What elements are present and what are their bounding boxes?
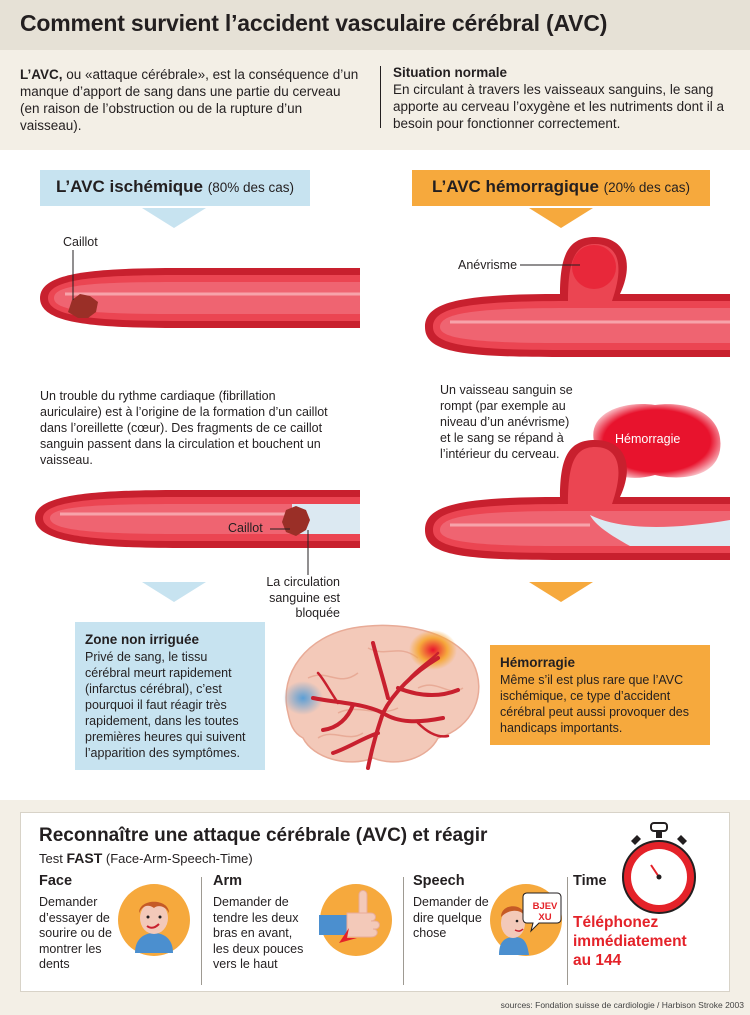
aneurysm-pointer — [520, 264, 580, 266]
hemorrhagic-arrow-1 — [529, 208, 593, 228]
clot-label-bottom: Caillot — [228, 521, 263, 535]
stopwatch-icon — [622, 822, 696, 914]
arm-text: Demander de tendre les deux bras en avan… — [213, 895, 304, 971]
arm-title: Arm — [213, 873, 243, 889]
hemorrhage-label: Hémorragie — [615, 432, 681, 446]
intro-normal: Situation normale En circulant à travers… — [393, 64, 733, 132]
title-bar: Comment survient l’accident vasculaire c… — [0, 0, 750, 50]
arm-icon — [319, 884, 392, 956]
ischemic-title: L’AVC ischémique — [55, 177, 204, 196]
hemorrhagic-vessel-ruptured — [425, 440, 730, 560]
hemorrhage-box-text: Même s’il est plus rare que l’AVC ischém… — [500, 673, 690, 735]
blocked-label: La circulation sanguine est bloquée — [266, 575, 340, 620]
clot-pointer-top — [72, 250, 74, 300]
speech-text: Demander de dire quelque chose — [413, 895, 489, 940]
aneurysm-label: Anévrisme — [458, 258, 518, 272]
hemorrhage-box-title: Hémorragie — [500, 655, 576, 670]
fast-sub-suffix: (Face-Arm-Speech-Time) — [102, 851, 253, 866]
clot-label-top: Caillot — [63, 235, 98, 249]
intro-lead-text: ou «attaque cérébrale», est la conséquen… — [20, 67, 359, 133]
fast-time: Time — [573, 873, 633, 893]
hemorrhagic-pct: (20% des cas) — [603, 180, 690, 195]
hemorrhagic-title: L’AVC hémorragique — [432, 177, 599, 196]
hemorrhagic-description: Un vaisseau sanguin se rompt (par exempl… — [440, 383, 573, 461]
speech-icon — [490, 884, 562, 956]
ischemic-description: Un trouble du rythme cardiaque (fibrilla… — [40, 389, 328, 467]
hemorrhagic-label: L’AVC hémorragique (20% des cas) — [412, 170, 710, 206]
fast-sub-prefix: Test — [39, 851, 67, 866]
zone-title: Zone non irriguée — [85, 632, 200, 647]
intro-section: L’AVC, ou «attaque cérébrale», est la co… — [0, 50, 750, 150]
speech-bubble-text: BJEV XU — [532, 901, 558, 923]
hemorrhagic-arrow-2 — [529, 582, 593, 602]
fast-title: Reconnaître une attaque cérébrale (AVC) … — [39, 825, 488, 846]
speech-title: Speech — [413, 873, 465, 889]
intro-divider — [380, 66, 381, 128]
time-text: Téléphonez immédiatement au 144 — [573, 914, 687, 969]
face-title: Face — [39, 873, 73, 889]
face-icon — [118, 884, 190, 956]
fast-separator-2 — [403, 877, 404, 985]
sources: sources: Fondation suisse de cardiologie… — [500, 1000, 744, 1010]
fast-separator-3 — [567, 877, 568, 985]
ischemic-label: L’AVC ischémique (80% des cas) — [40, 170, 310, 206]
fast-face: Face Demander d’essayer de sourire ou de… — [39, 873, 129, 973]
ischemic-arrow-1 — [142, 208, 206, 228]
zone-text: Privé de sang, le tissu cérébral meurt r… — [85, 650, 246, 760]
brain-illustration — [283, 624, 480, 770]
fast-subtitle: Test FAST (Face-Arm-Speech-Time) — [39, 850, 253, 866]
main-illustration: L’AVC ischémique (80% des cas) L’AVC hém… — [0, 150, 750, 800]
hemorrhagic-vessel-aneurysm — [425, 237, 730, 357]
face-text: Demander d’essayer de sourire ou de mont… — [39, 895, 112, 971]
ischemic-vessel-clot — [40, 268, 360, 328]
fast-sub-bold: FAST — [66, 850, 103, 866]
zone-non-irriguee-box: Zone non irriguée Privé de sang, le tiss… — [75, 622, 265, 770]
ischemic-vessel-blocked — [35, 490, 360, 548]
normal-title: Situation normale — [393, 65, 508, 80]
fast-separator-1 — [201, 877, 202, 985]
page-title: Comment survient l’accident vasculaire c… — [20, 10, 608, 36]
clot-pointer-bottom — [270, 528, 290, 530]
intro-lead-bold: L’AVC, — [20, 67, 63, 82]
time-title: Time — [573, 873, 607, 889]
fast-section: Reconnaître une attaque cérébrale (AVC) … — [20, 812, 730, 992]
clot-shape — [68, 294, 98, 318]
ischemic-pct: (80% des cas) — [207, 180, 295, 195]
fast-speech: Speech Demander de dire quelque chose — [413, 873, 491, 942]
normal-text: En circulant à travers les vaisseaux san… — [393, 82, 724, 131]
hemorrhage-info-box: Hémorragie Même s’il est plus rare que l… — [490, 645, 710, 745]
fast-arm: Arm Demander de tendre les deux bras en … — [213, 873, 305, 973]
intro-definition: L’AVC, ou «attaque cérébrale», est la co… — [20, 66, 360, 134]
blocked-pointer — [307, 530, 309, 575]
ischemic-arrow-2 — [142, 582, 206, 602]
